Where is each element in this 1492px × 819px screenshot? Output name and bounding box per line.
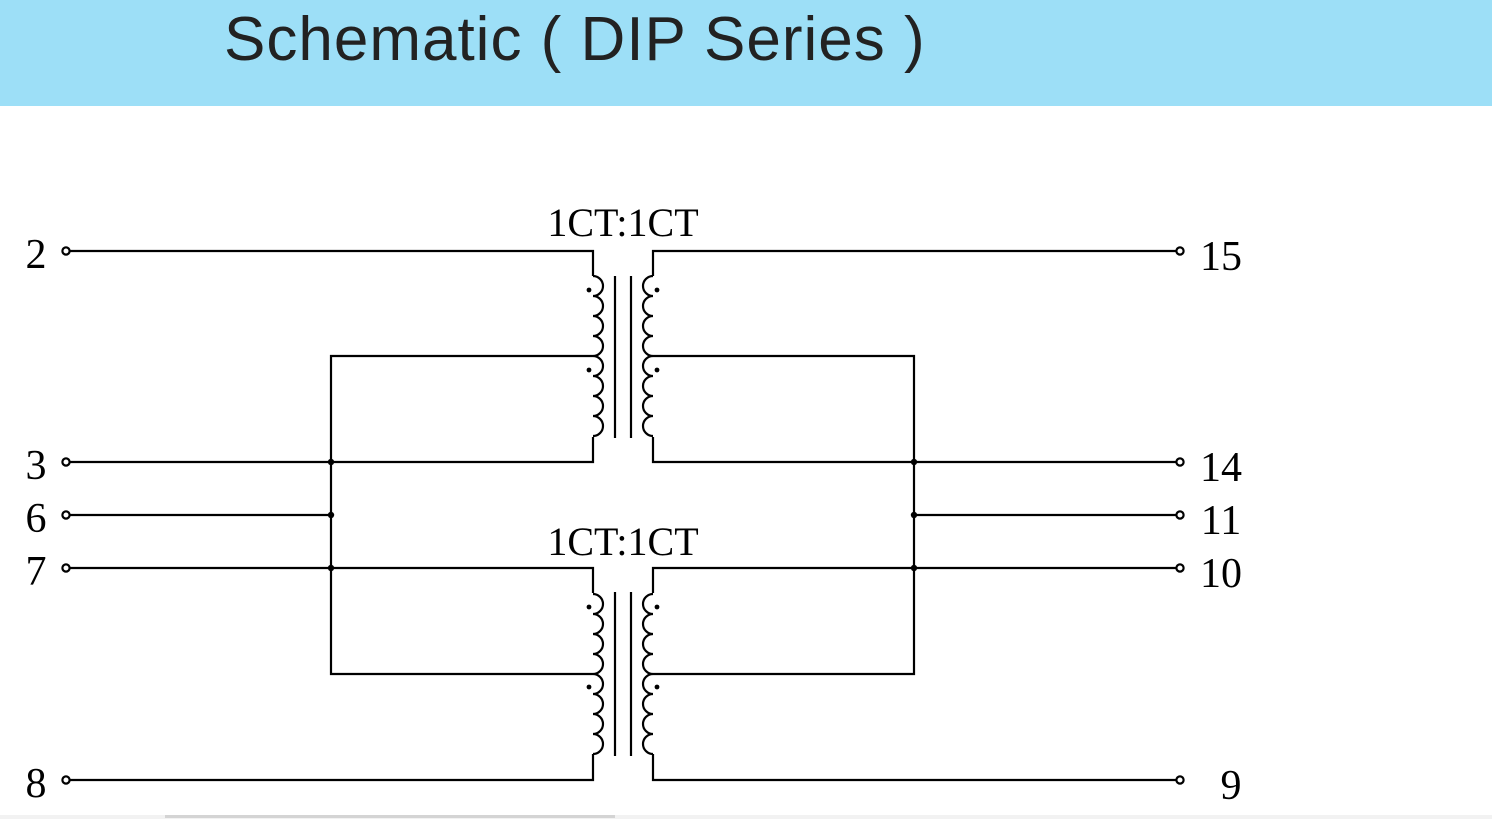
pin-label-7: 7 <box>26 549 47 595</box>
polarity-dot <box>586 367 592 373</box>
junction-dot <box>327 458 335 466</box>
wire-pin-15 <box>651 249 1176 276</box>
pin-label-11: 11 <box>1201 498 1241 544</box>
transformer-2-primary-coil <box>592 592 605 756</box>
wire-pin-2 <box>70 249 595 276</box>
pin-label-14: 14 <box>1200 445 1242 491</box>
page-title: Schematic ( DIP Series ) <box>224 5 926 74</box>
junction-dot <box>910 564 918 572</box>
pin-terminal-3 <box>61 457 71 467</box>
scroll-indicator <box>165 815 615 818</box>
header-bar: Schematic ( DIP Series ) <box>0 0 1492 106</box>
pin-terminal-15 <box>1175 246 1185 256</box>
pin-label-6: 6 <box>26 496 47 542</box>
pin-label-3: 3 <box>26 443 47 489</box>
wire-pin-10 <box>651 566 1176 593</box>
junction-dot <box>327 564 335 572</box>
transformer-1-primary-coil <box>592 274 605 438</box>
junction-dot <box>910 511 918 519</box>
pin-terminal-7 <box>61 563 71 573</box>
transformer-2-ratio-label: 1CT:1CT <box>547 519 698 564</box>
polarity-dot <box>586 684 592 690</box>
polarity-dot <box>654 684 660 690</box>
transformer-1-ratio-label: 1CT:1CT <box>547 200 698 245</box>
pin-terminal-14 <box>1175 457 1185 467</box>
pin-terminal-2 <box>61 246 71 256</box>
pin-label-8: 8 <box>26 761 47 807</box>
pin-label-9: 9 <box>1221 763 1242 809</box>
polarity-dot <box>654 604 660 610</box>
wire-pin-7 <box>70 566 595 593</box>
wire-pin-8 <box>70 754 595 782</box>
wire-pin-3 <box>70 437 595 464</box>
polarity-dot <box>586 287 592 293</box>
pin-label-2: 2 <box>26 232 47 278</box>
polarity-dot <box>586 604 592 610</box>
pin-label-10: 10 <box>1200 551 1242 597</box>
right-center-tap-bus <box>653 354 916 676</box>
pin-terminal-8 <box>61 775 71 785</box>
pin-terminal-11 <box>1175 510 1185 520</box>
pin-terminal-10 <box>1175 563 1185 573</box>
pin-terminal-6 <box>61 510 71 520</box>
junction-dot <box>327 511 335 519</box>
pin-label-15: 15 <box>1200 234 1242 280</box>
bottom-divider <box>0 815 1492 819</box>
transformer-1-secondary-coil <box>641 274 654 438</box>
transformer-2-secondary-coil <box>641 592 654 756</box>
polarity-dot <box>654 367 660 373</box>
pin-terminal-9 <box>1175 775 1185 785</box>
wire-pin-9 <box>651 754 1176 782</box>
left-center-tap-upper <box>329 354 593 676</box>
junction-dot <box>910 458 918 466</box>
polarity-dot <box>654 287 660 293</box>
wire-pin-14 <box>651 437 1176 464</box>
